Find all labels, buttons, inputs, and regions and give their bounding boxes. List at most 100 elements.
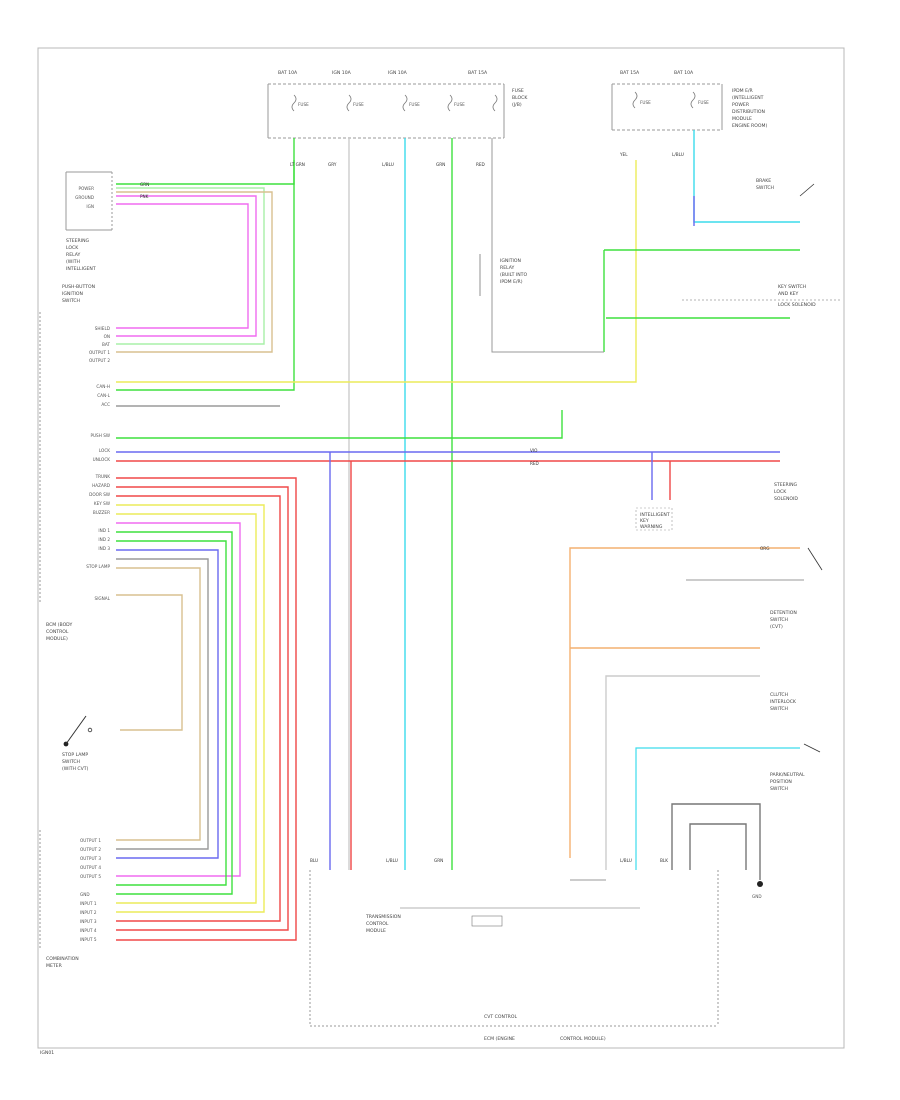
svg-text:SWITCH: SWITCH	[62, 298, 80, 304]
svg-text:DOOR SW: DOOR SW	[89, 492, 110, 497]
svg-text:VIO: VIO	[530, 448, 538, 453]
svg-text:(CVT): (CVT)	[770, 624, 783, 630]
svg-text:KEY: KEY	[640, 518, 649, 524]
right-components: BRAKE SWITCH KEY SWITCH AND KEY LOCK SOL…	[569, 178, 840, 899]
svg-text:GND: GND	[752, 894, 762, 899]
svg-text:IPDM E/R): IPDM E/R)	[500, 279, 523, 285]
wire-code-labels: GRN PNK LT GRN GRY L/BLU GRN RED YEL L/B…	[140, 152, 769, 863]
svg-text:GRN: GRN	[140, 182, 149, 187]
svg-text:RED: RED	[530, 461, 539, 466]
svg-text:SHIELD: SHIELD	[95, 326, 110, 331]
svg-text:ORG: ORG	[760, 546, 769, 551]
svg-text:IGNITION: IGNITION	[500, 258, 521, 264]
svg-text:IND 3: IND 3	[98, 546, 110, 551]
svg-text:FUSE: FUSE	[454, 102, 465, 107]
svg-text:PNK: PNK	[140, 194, 149, 199]
svg-text:MODULE): MODULE)	[46, 636, 68, 642]
svg-text:BUZZER: BUZZER	[93, 510, 110, 515]
svg-text:SWITCH: SWITCH	[756, 185, 774, 191]
svg-text:PUSH SW: PUSH SW	[90, 433, 110, 438]
svg-text:GRY: GRY	[328, 162, 337, 167]
stop-lamp-switch: STOP LAMP SWITCH (WITH CVT)	[62, 715, 93, 772]
svg-text:STEERING: STEERING	[774, 482, 798, 488]
svg-text:IPDM E/R: IPDM E/R	[732, 88, 754, 94]
svg-text:ON: ON	[104, 334, 110, 339]
svg-text:INPUT 3: INPUT 3	[80, 919, 97, 924]
svg-text:(J/B): (J/B)	[512, 102, 522, 108]
svg-text:SWITCH: SWITCH	[770, 706, 788, 712]
svg-text:TRUNK: TRUNK	[95, 474, 111, 479]
svg-text:CONTROL: CONTROL	[366, 921, 389, 927]
svg-text:SWITCH: SWITCH	[770, 617, 788, 623]
svg-text:OUTPUT 3: OUTPUT 3	[80, 856, 101, 861]
svg-text:AND KEY: AND KEY	[778, 291, 798, 297]
svg-text:L/BLU: L/BLU	[382, 162, 394, 167]
svg-text:IGN 10A: IGN 10A	[388, 70, 408, 76]
svg-text:L/BLU: L/BLU	[672, 152, 684, 157]
svg-text:INTERLOCK: INTERLOCK	[770, 699, 797, 705]
svg-text:IND 2: IND 2	[98, 537, 110, 542]
ipdm-block: BAT 15A FUSE BAT 10A FUSE IPDM E/R (INTE…	[611, 70, 767, 131]
ipdm-note: IPDM E/R (INTELLIGENT POWER DISTRIBUTION…	[732, 88, 767, 129]
fuse-5: BAT 15A FUSE	[620, 70, 651, 109]
svg-text:UNLOCK: UNLOCK	[93, 457, 111, 462]
svg-text:L/BLU: L/BLU	[620, 858, 632, 863]
svg-text:INTELLIGENT: INTELLIGENT	[66, 266, 96, 272]
svg-text:ECM (ENGINE: ECM (ENGINE	[484, 1036, 515, 1042]
svg-text:LT GRN: LT GRN	[290, 162, 305, 167]
svg-text:DETENTION: DETENTION	[770, 610, 797, 616]
svg-text:BAT 10A: BAT 10A	[278, 70, 298, 76]
svg-text:KEY SW: KEY SW	[94, 501, 110, 506]
wire-group-bundle	[116, 477, 297, 941]
page-frame	[37, 47, 845, 1049]
svg-text:LOCK SOLENOID: LOCK SOLENOID	[778, 302, 816, 308]
svg-text:CAN-L: CAN-L	[97, 393, 110, 398]
wire-group-upper	[116, 160, 295, 353]
svg-text:BLK: BLK	[660, 858, 668, 863]
bcm-module: PUSH-BUTTON IGNITION SWITCH BCM (BODY CO…	[39, 284, 95, 642]
svg-text:DISTRIBUTION: DISTRIBUTION	[732, 109, 765, 115]
svg-text:FUSE: FUSE	[698, 100, 709, 105]
svg-text:PARK/NEUTRAL: PARK/NEUTRAL	[770, 772, 805, 778]
svg-text:STEERING: STEERING	[66, 238, 90, 244]
fuse-block: BAT 10A FUSE IGN 10A FUSE IGN 10A FUSE B…	[267, 70, 528, 139]
brake-switch: BRAKE SWITCH	[756, 178, 815, 197]
svg-text:INPUT 1: INPUT 1	[80, 901, 97, 906]
detention-switch: DETENTION SWITCH (CVT)	[569, 547, 823, 858]
svg-text:SOLENOID: SOLENOID	[774, 496, 798, 502]
svg-text:INPUT 5: INPUT 5	[80, 937, 97, 942]
fuse-block-note: FUSE BLOCK (J/B)	[512, 88, 528, 108]
svg-text:SIGNAL: SIGNAL	[95, 596, 111, 601]
svg-text:BCM (BODY: BCM (BODY	[46, 622, 72, 628]
svg-text:BRAKE: BRAKE	[756, 178, 771, 184]
bcm-pin-labels: SHIELD ON BAT OUTPUT 1 OUTPUT 2 CAN-H CA…	[86, 326, 110, 601]
svg-text:OUTPUT 4: OUTPUT 4	[80, 865, 101, 870]
svg-text:BAT 15A: BAT 15A	[620, 70, 640, 76]
ground-point: GND	[671, 803, 763, 899]
fuse-3: IGN 10A FUSE	[388, 70, 420, 112]
svg-text:(WITH CVT): (WITH CVT)	[62, 766, 89, 772]
svg-text:LOCK: LOCK	[66, 245, 79, 251]
svg-text:FUSE: FUSE	[512, 88, 524, 94]
svg-text:BAT: BAT	[102, 342, 110, 347]
svg-text:WARNING: WARNING	[640, 524, 663, 530]
svg-text:LOCK: LOCK	[99, 448, 110, 453]
page-id: IGN01	[40, 1050, 54, 1056]
svg-text:GROUND: GROUND	[75, 195, 94, 200]
svg-text:IGN 10A: IGN 10A	[332, 70, 352, 76]
svg-text:METER: METER	[46, 963, 63, 969]
svg-text:IND 1: IND 1	[98, 528, 110, 533]
fuse-6: BAT 10A FUSE	[674, 70, 709, 109]
fuse-2: IGN 10A FUSE	[332, 70, 364, 112]
svg-text:POWER: POWER	[78, 186, 94, 191]
svg-text:OUTPUT 1: OUTPUT 1	[89, 350, 110, 355]
svg-text:SWITCH: SWITCH	[62, 759, 80, 765]
svg-text:FUSE: FUSE	[298, 102, 309, 107]
key-switch: KEY SWITCH AND KEY LOCK SOLENOID	[682, 284, 840, 308]
svg-text:MODULE: MODULE	[732, 116, 752, 122]
svg-text:SWITCH: SWITCH	[770, 786, 788, 792]
svg-text:RELAY: RELAY	[66, 252, 81, 258]
svg-text:OUTPUT 1: OUTPUT 1	[80, 838, 101, 843]
svg-text:IGN: IGN	[86, 204, 94, 209]
